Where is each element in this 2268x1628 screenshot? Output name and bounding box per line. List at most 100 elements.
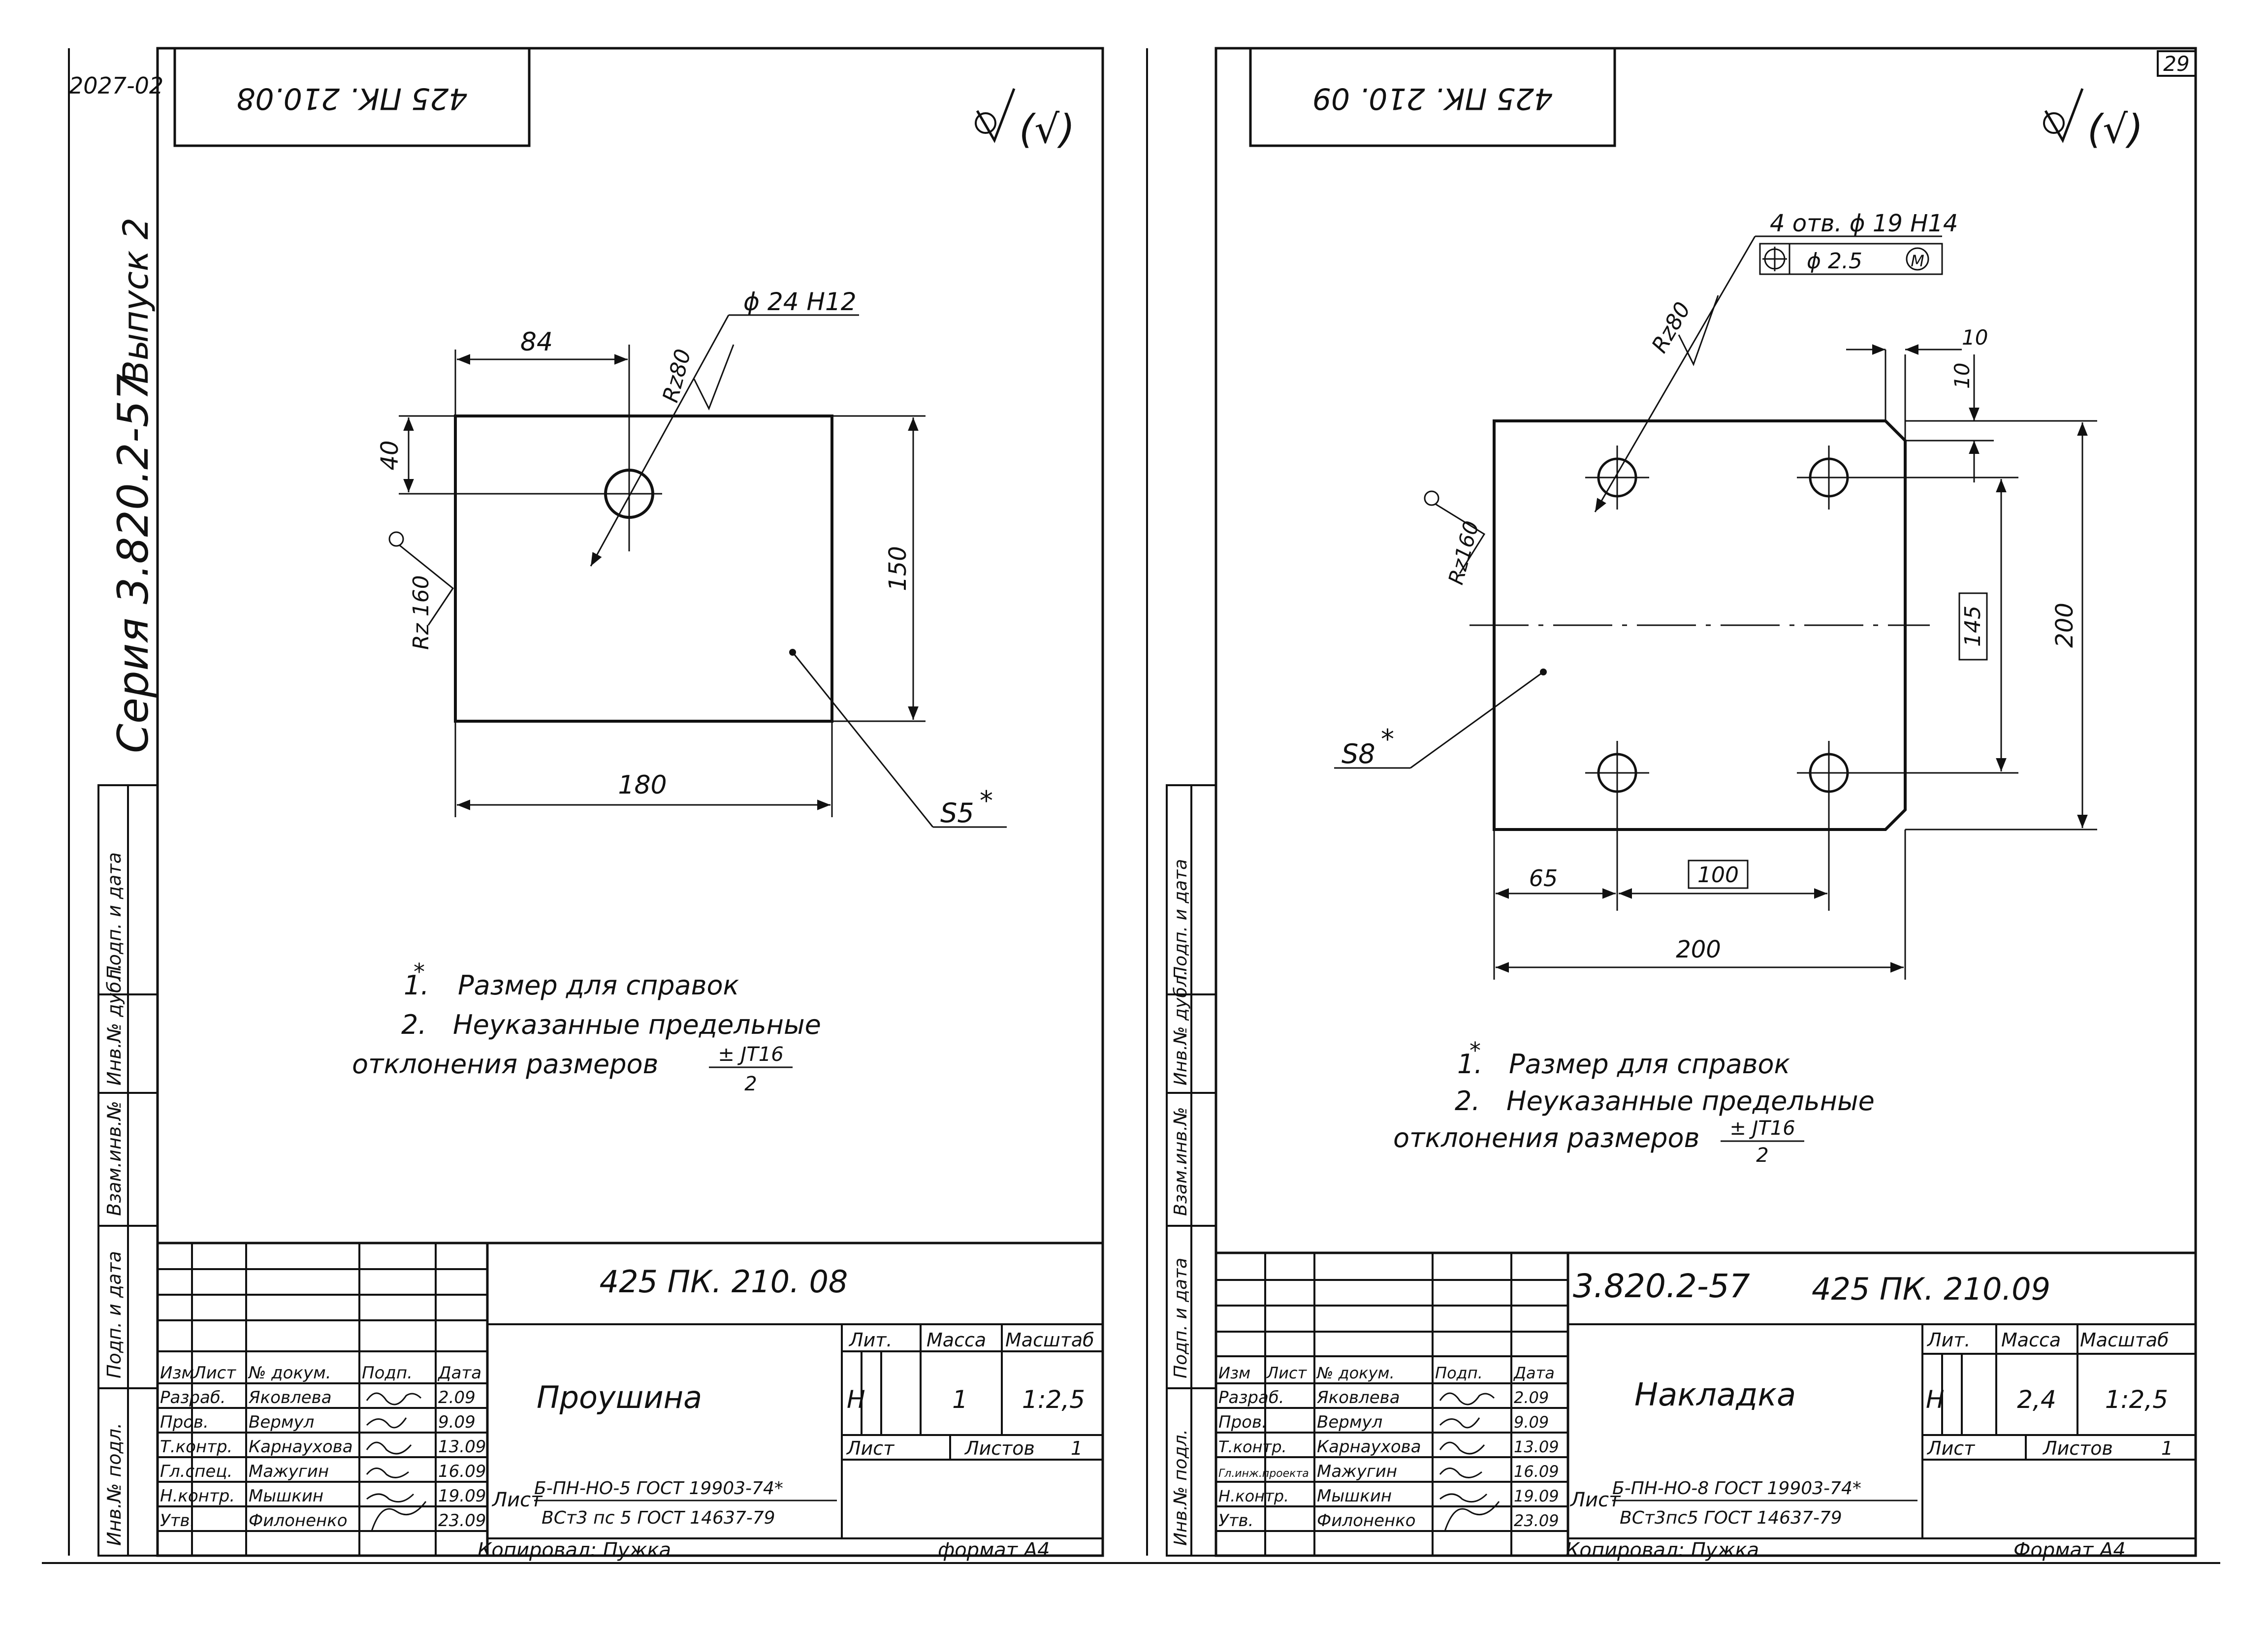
name-2: Карнаухова <box>249 1437 353 1457</box>
tol-num: ± JT16 <box>718 1043 783 1066</box>
date-5: 23.09 <box>438 1511 486 1531</box>
note-1-text: Размер для справок <box>1509 1049 1790 1080</box>
edge-roughness: Rz 160 <box>388 531 454 650</box>
part-name: Накладка <box>1634 1377 1796 1413</box>
mirrored-code: 425 ПК. 210.08 <box>236 81 467 116</box>
hdr-date: Дата <box>437 1363 481 1383</box>
roughness-symbol-text: (√) <box>1019 106 1075 152</box>
hdr-doc: № докум. <box>248 1363 331 1383</box>
dim-200-h-text: 200 <box>1676 936 1721 963</box>
chamfer-dims: 10 10 <box>1846 325 1994 482</box>
note-1-star: * <box>414 958 425 985</box>
copied-by: Копировал: Пужка <box>1565 1539 1759 1562</box>
dim-200-h: 200 <box>1496 830 1906 980</box>
hdr-sheet: Лист <box>846 1437 895 1459</box>
material-top: Б-ПН-НО-5 ГОСТ 19903-74* <box>534 1478 783 1499</box>
edge-roughness: Rz160 <box>1424 490 1486 587</box>
side-col-sign-date-2: Подп. и дата <box>1171 1258 1191 1378</box>
asterisk: * <box>1381 724 1394 755</box>
title-code: 425 ПК. 210. 08 <box>600 1264 848 1300</box>
title-code: 425 ПК. 210.09 <box>1812 1271 2050 1307</box>
note-1-text: Размер для справок <box>458 970 739 1001</box>
hdr-izm: Изм <box>1218 1364 1250 1382</box>
side-col-sign-date-1: Подп. и дата <box>103 852 125 980</box>
holes-callout: 4 отв. ϕ 19 H14 ϕ 2.5 M Rz80 <box>1594 210 1958 512</box>
asterisk: * <box>980 785 993 816</box>
date-0: 2.09 <box>1514 1388 1549 1407</box>
role-2: Т.контр. <box>160 1437 232 1457</box>
hdr-lit: Лит. <box>1926 1329 1971 1351</box>
tol-num: ± JT16 <box>1729 1117 1795 1140</box>
dim-150: 150 <box>832 415 926 722</box>
mirrored-code: 425 ПК. 210. 09 <box>1312 81 1553 116</box>
lit-value: Н <box>1926 1385 1945 1414</box>
roles-table: Разраб. Яковлева 2.09 Пров. Вермул 9.09 … <box>160 1388 486 1531</box>
note-1-star: * <box>1469 1037 1481 1064</box>
name-3: Мажугин <box>1317 1462 1397 1481</box>
rz-edge-text: Rz 160 <box>409 575 434 650</box>
role-5: Утв. <box>1218 1511 1253 1531</box>
role-0: Разраб. <box>160 1388 226 1407</box>
date-5: 23.09 <box>1514 1511 1559 1530</box>
tol-den: 2 <box>1756 1144 1768 1167</box>
date-1: 9.09 <box>438 1412 476 1432</box>
side-col-orig-inv: Инв.№ подл. <box>103 1423 125 1546</box>
sheets-value: 1 <box>1071 1437 1083 1459</box>
material-bottom: ВСт3пс5 ГОСТ 14637-79 <box>1620 1508 1842 1528</box>
name-0: Яковлева <box>248 1388 332 1407</box>
hdr-lit: Лит. <box>848 1329 893 1351</box>
dim-180-text: 180 <box>618 770 667 800</box>
side-columns-left: Подп. и дата Инв.№ дубл. Взам.инв.№ Подп… <box>97 784 159 1557</box>
material-top: Б-ПН-НО-8 ГОСТ 19903-74* <box>1612 1478 1861 1499</box>
role-3: Гл.инж.проекта <box>1218 1468 1309 1480</box>
side-col-replace-inv: Взам.инв.№ <box>1171 1107 1191 1216</box>
dim-180: 180 <box>454 721 833 817</box>
lit-value: Н <box>847 1385 865 1414</box>
roughness-symbol: (√) <box>975 88 1075 152</box>
title-series: 3.820.2-57 <box>1573 1267 1750 1305</box>
format: Формат А4 <box>2013 1539 2126 1562</box>
roughness-symbol: (√) <box>2043 88 2143 152</box>
dim-145-text: 145 <box>1960 606 1985 647</box>
side-columns-right: Подп. и дата Инв.№ дубл. Взам.инв.№ Подп… <box>1166 784 1217 1557</box>
notes: 1. * Размер для справок 2. Неуказанные п… <box>352 958 821 1095</box>
hdr-sheets: Листов <box>964 1437 1035 1459</box>
notes: 1. * Размер для справок 2. Неуказанные п… <box>1393 1037 1875 1167</box>
note-3-text: отклонения размеров <box>1393 1122 1699 1153</box>
signatures <box>366 1392 427 1532</box>
title-block: 3.820.2-57 425 ПК. 210.09 Накладка Изм Л… <box>1216 1251 2196 1562</box>
date-0: 2.09 <box>438 1388 476 1407</box>
position-tol: ϕ 2.5 <box>1807 249 1862 274</box>
thickness-text: S5 <box>940 798 974 829</box>
note-1-mark: 1. <box>404 970 429 1001</box>
note-3-text: отклонения размеров <box>352 1049 658 1080</box>
date-2: 13.09 <box>438 1437 486 1457</box>
rz-hole-text: Rz80 <box>1647 298 1695 357</box>
chamfer-v-text: 10 <box>1950 363 1974 389</box>
note-1-mark: 1. <box>1457 1049 1483 1080</box>
role-2: Т.контр. <box>1218 1437 1287 1456</box>
hdr-scale: Масштаб <box>1005 1329 1094 1351</box>
hdr-izm: Изм <box>160 1363 194 1383</box>
dim-84: 84 <box>454 327 630 470</box>
rz-edge-text: Rz160 <box>1443 518 1483 587</box>
hdr-scale: Масштаб <box>2080 1329 2169 1351</box>
dim-65-100: 65 100 <box>1493 830 1827 980</box>
side-col-replace-inv: Взам.инв.№ <box>103 1101 125 1216</box>
thickness-text: S8 <box>1342 738 1375 769</box>
role-3: Гл.спец. <box>160 1462 232 1481</box>
dim-40: 40 <box>376 415 606 495</box>
issue-label: Выпуск 2 <box>116 218 156 384</box>
mass-value: 2,4 <box>2017 1385 2056 1414</box>
hdr-sheet: Лист <box>1926 1437 1976 1459</box>
date-4: 19.09 <box>438 1486 486 1506</box>
roughness-symbol-text: (√) <box>2087 106 2143 152</box>
part-name: Проушина <box>537 1379 702 1415</box>
thickness-callout: S8 * <box>1334 669 1547 769</box>
side-col-dup-inv: Инв.№ дубл. <box>1171 970 1191 1085</box>
dim-100-text: 100 <box>1697 862 1739 888</box>
name-2: Карнаухова <box>1317 1437 1421 1457</box>
name-5: Филоненко <box>1317 1511 1416 1531</box>
name-0: Яковлева <box>1316 1388 1400 1407</box>
name-3: Мажугин <box>249 1462 329 1481</box>
